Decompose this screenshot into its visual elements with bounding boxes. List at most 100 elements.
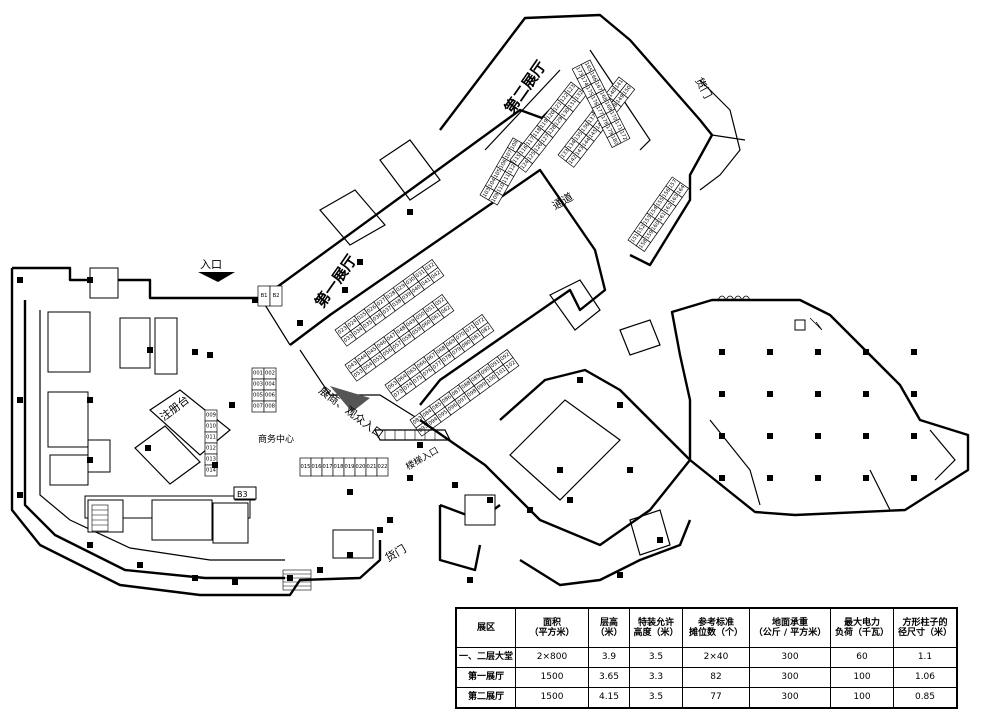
b3-label: B3 [237, 490, 248, 499]
booth-number: 042 [430, 270, 442, 281]
booth-number: 135 [573, 131, 584, 143]
booth-number: 117 [525, 136, 536, 148]
booth: 132 [571, 87, 588, 104]
hall-1-label: 第一展厅 [311, 252, 360, 311]
booth-number: 081 [471, 332, 483, 343]
booth-number: 094 [428, 416, 440, 427]
booth-number: 119 [539, 118, 550, 130]
booth: 001 [251, 367, 265, 380]
booth-number: 071 [465, 324, 477, 335]
booth-number: 124 [520, 159, 531, 171]
columns-main [17, 209, 663, 585]
booth-number: 115 [512, 153, 523, 165]
booth-number: 097 [457, 395, 469, 406]
booth-number: 104 [488, 177, 498, 189]
booth-number: 180 [609, 135, 619, 147]
booth-number: 044 [357, 353, 369, 364]
table-cell: 77 [682, 687, 750, 709]
booth-block: 1151161171181191201211221231241251261271… [509, 81, 588, 173]
cargo-door-label: 货门 [383, 541, 409, 564]
booth: 002 [263, 367, 277, 380]
booth-number: 126 [533, 142, 544, 154]
booth-number: 168 [598, 91, 608, 103]
booth-number: 107 [504, 149, 514, 161]
booth-number: 156 [661, 188, 672, 200]
table-cell: 3.3 [629, 667, 683, 688]
booth-number: 021 [367, 464, 377, 470]
table-cell: 1500 [515, 667, 589, 688]
booth-number: 158 [638, 238, 649, 250]
booth-number: 069 [445, 338, 457, 349]
booth: 003 [251, 378, 265, 391]
booth-number: 120 [546, 110, 557, 122]
booth-number: 043 [347, 360, 359, 371]
booth-number: 024 [347, 318, 359, 329]
booth-number: 171 [613, 120, 623, 132]
booth: 014 [204, 464, 218, 477]
booth-number: 048 [396, 325, 408, 336]
booth-number: 151 [630, 233, 641, 245]
col-header-floor-load: 地面承重（公斤 / 平方米） [749, 607, 831, 648]
booth-number: 062 [440, 305, 452, 316]
col-header-height: 层高（米） [588, 607, 630, 648]
col-header-power: 最大电力负荷（千瓦） [830, 607, 894, 648]
entrance-arrow-icon [198, 272, 235, 282]
table-cell: 3.9 [588, 647, 630, 668]
booth-number: 163 [670, 193, 681, 205]
hall-2: 第二展厅 货门 10310410510610710810911011111211… [439, 13, 746, 267]
booth-number: 144 [581, 136, 592, 148]
booth-number: 159 [644, 229, 655, 241]
booth-number: 072 [474, 317, 486, 328]
booth-number: 056 [382, 347, 394, 358]
booth-number: 060 [421, 319, 433, 330]
booth-number: 167 [593, 81, 603, 93]
booth-number: 013 [206, 457, 216, 463]
booth-number: 015 [301, 464, 311, 470]
booth-number: 128 [547, 124, 558, 136]
booth-number: 018 [334, 464, 344, 470]
booth-block: 0830840850860870880890900910920930940950… [409, 348, 520, 437]
booth: 020 [354, 457, 367, 477]
booth-number: 154 [649, 205, 660, 217]
booth-number: 176 [589, 95, 599, 107]
booth-number: 026 [366, 304, 378, 315]
booth-number: 065 [406, 366, 418, 377]
b3-room [233, 486, 257, 500]
booth-number: 005 [253, 393, 263, 399]
booth-number: 084 [422, 408, 434, 419]
booth-number: 152 [636, 224, 647, 236]
booth: 018 [332, 457, 345, 477]
booth-number: 059 [411, 326, 423, 337]
booth-b2: B2 [273, 293, 280, 299]
booth-number: 093 [418, 423, 430, 434]
table-cell: 300 [749, 647, 831, 668]
booth: 082 [477, 322, 495, 339]
booth-number: 028 [386, 290, 398, 301]
booth-number: 052 [434, 297, 446, 308]
booth-number: 058 [401, 333, 413, 344]
booth-number: 045 [366, 346, 378, 357]
booth-number: 049 [405, 318, 417, 329]
booth: 150 [619, 82, 636, 99]
stairs-left [91, 504, 312, 591]
booth-number: 155 [655, 197, 666, 209]
booth-number: 055 [372, 354, 384, 365]
booth: 016 [310, 457, 323, 477]
booth-number: 007 [253, 404, 263, 410]
booth-number: 169 [603, 101, 613, 113]
booth-number: 092 [499, 352, 511, 363]
booth-number: 002 [265, 371, 275, 377]
booth-number: 040 [411, 284, 423, 295]
booth-number: 131 [567, 98, 578, 110]
booth-number: 020 [356, 464, 366, 470]
booth-number: 170 [608, 110, 618, 122]
booth-number: 153 [643, 215, 654, 227]
booth-number: 035 [362, 319, 374, 330]
booth-number: 003 [253, 382, 263, 388]
booth-number: 047 [386, 332, 398, 343]
